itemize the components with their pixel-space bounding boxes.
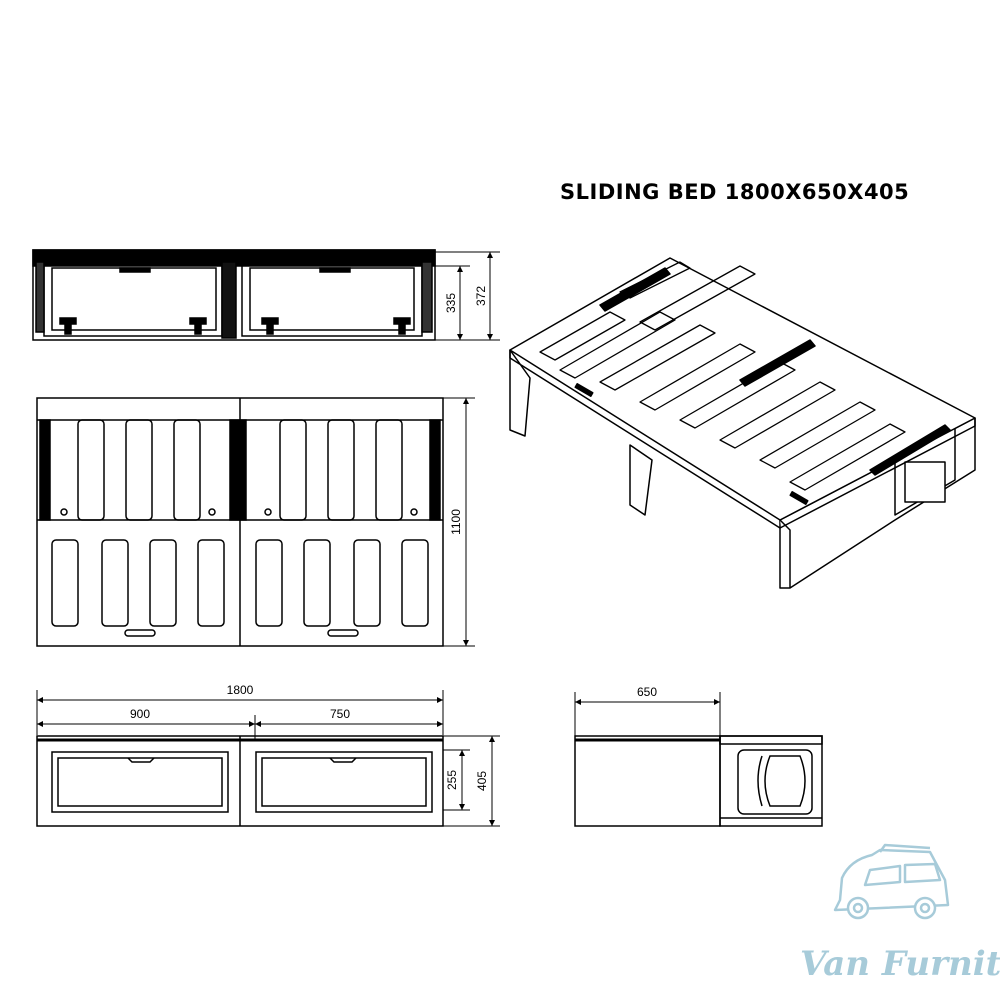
- side-dimension: [574, 692, 721, 736]
- dim-335-label: 335: [444, 293, 458, 313]
- top-view: [32, 249, 436, 341]
- van-logo: [833, 843, 950, 920]
- drawing-title: SLIDING BED 1800X650X405: [560, 180, 910, 204]
- dim-1800-label: 1800: [227, 683, 254, 697]
- dim-405-label: 405: [475, 771, 489, 791]
- dim-372-label: 372: [474, 286, 488, 306]
- dim-900-label: 900: [130, 707, 150, 721]
- dim-1100-label: 1100: [449, 509, 463, 535]
- dim-255-label: 255: [445, 770, 459, 790]
- front-view: [36, 735, 444, 827]
- logo-text: Van Furniture: [800, 944, 1000, 984]
- plan-dimension: [443, 397, 475, 647]
- dim-750-label: 750: [330, 707, 350, 721]
- isometric-view: [509, 257, 976, 589]
- dim-650-label: 650: [637, 685, 657, 699]
- plan-view: [36, 397, 444, 647]
- top-view-dimensions: [435, 251, 500, 341]
- side-view: [574, 735, 823, 827]
